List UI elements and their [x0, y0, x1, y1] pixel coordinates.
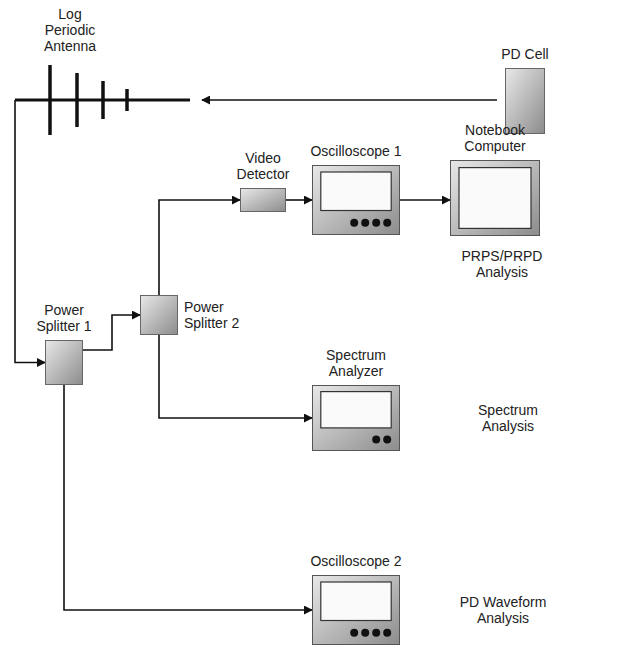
device-label: Log Periodic Antenna: [32, 6, 108, 54]
knob-dot: [361, 219, 369, 227]
computer-icon: [450, 160, 540, 236]
antenna-element: [101, 81, 105, 119]
antenna-element: [48, 65, 52, 135]
device-node: Notebook Computer: [450, 160, 540, 236]
knob-dot: [372, 629, 380, 637]
knob-dot: [350, 629, 358, 637]
screen: [321, 172, 391, 211]
device-node: Log Periodic Antenna: [15, 60, 190, 140]
device-node: Spectrum Analyzer: [312, 385, 400, 451]
screen: [321, 582, 391, 621]
box-body: [141, 296, 178, 335]
case-body: [313, 576, 400, 645]
analyzer-icon: [312, 385, 400, 451]
signal-connector: [202, 99, 497, 101]
case-body: [313, 386, 400, 451]
signal-connector: [159, 200, 240, 295]
device-label: PD Cell: [487, 46, 563, 62]
knob-dot: [372, 219, 380, 227]
signal-connector: [159, 335, 312, 418]
oscilloscope-icon: [312, 165, 400, 235]
device-label: Video Detector: [227, 150, 299, 182]
knob-dot: [383, 435, 391, 443]
splitter-box: [140, 295, 178, 335]
knob-dot: [361, 629, 369, 637]
box-body: [241, 189, 286, 212]
analysis-label: Spectrum Analysis: [466, 402, 550, 434]
box-body: [46, 341, 83, 385]
device-label: Oscilloscope 2: [294, 553, 418, 569]
case-body: [313, 166, 400, 235]
device-node: Video Detector: [240, 188, 286, 212]
detector-box: [240, 188, 286, 212]
signal-connector: [400, 199, 450, 201]
knob-dot: [383, 629, 391, 637]
device-label: Notebook Computer: [447, 122, 543, 154]
antenna-element: [125, 89, 129, 111]
device-label: Power Splitter 2: [184, 299, 258, 331]
screen: [321, 392, 391, 428]
knob-dot: [350, 219, 358, 227]
case-body: [451, 161, 540, 236]
knob-dot: [383, 219, 391, 227]
antenna-symbol: [15, 60, 190, 140]
device-node: Oscilloscope 1: [312, 165, 400, 235]
device-label: Power Splitter 1: [26, 302, 102, 334]
knob-dot: [372, 435, 380, 443]
screen: [459, 168, 531, 229]
device-label: Spectrum Analyzer: [308, 347, 404, 379]
antenna-element: [75, 73, 79, 127]
device-node: Power Splitter 2: [140, 295, 178, 335]
device-node: Oscilloscope 2: [312, 575, 400, 645]
splitter-box: [45, 340, 83, 385]
signal-connector: [286, 199, 312, 201]
analysis-label: PD Waveform Analysis: [443, 594, 563, 626]
device-node: Power Splitter 1: [45, 340, 83, 385]
oscilloscope-icon: [312, 575, 400, 645]
analysis-label: PRPS/PRPD Analysis: [452, 248, 552, 280]
device-label: Oscilloscope 1: [294, 143, 418, 159]
